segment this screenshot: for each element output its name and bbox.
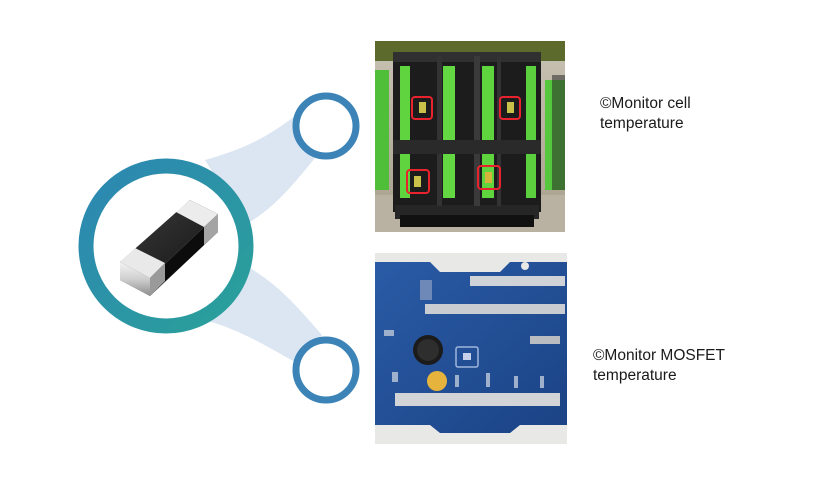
battery-pack-photo	[375, 41, 565, 232]
label-monitor-mosfet-temperature: ©Monitor MOSFET temperature	[593, 346, 725, 386]
small-ring-bottom	[292, 336, 360, 404]
label-cell-line1: ©Monitor cell	[600, 95, 691, 112]
label-mosfet-line2: temperature	[593, 367, 677, 384]
small-ring-top	[292, 92, 360, 160]
label-monitor-cell-temperature: ©Monitor cell temperature	[600, 94, 691, 134]
label-mosfet-line1: ©Monitor MOSFET	[593, 347, 725, 364]
label-cell-line2: temperature	[600, 115, 684, 132]
pcb-board-photo	[375, 253, 567, 444]
smd-thermistor-chip-icon	[120, 200, 218, 296]
